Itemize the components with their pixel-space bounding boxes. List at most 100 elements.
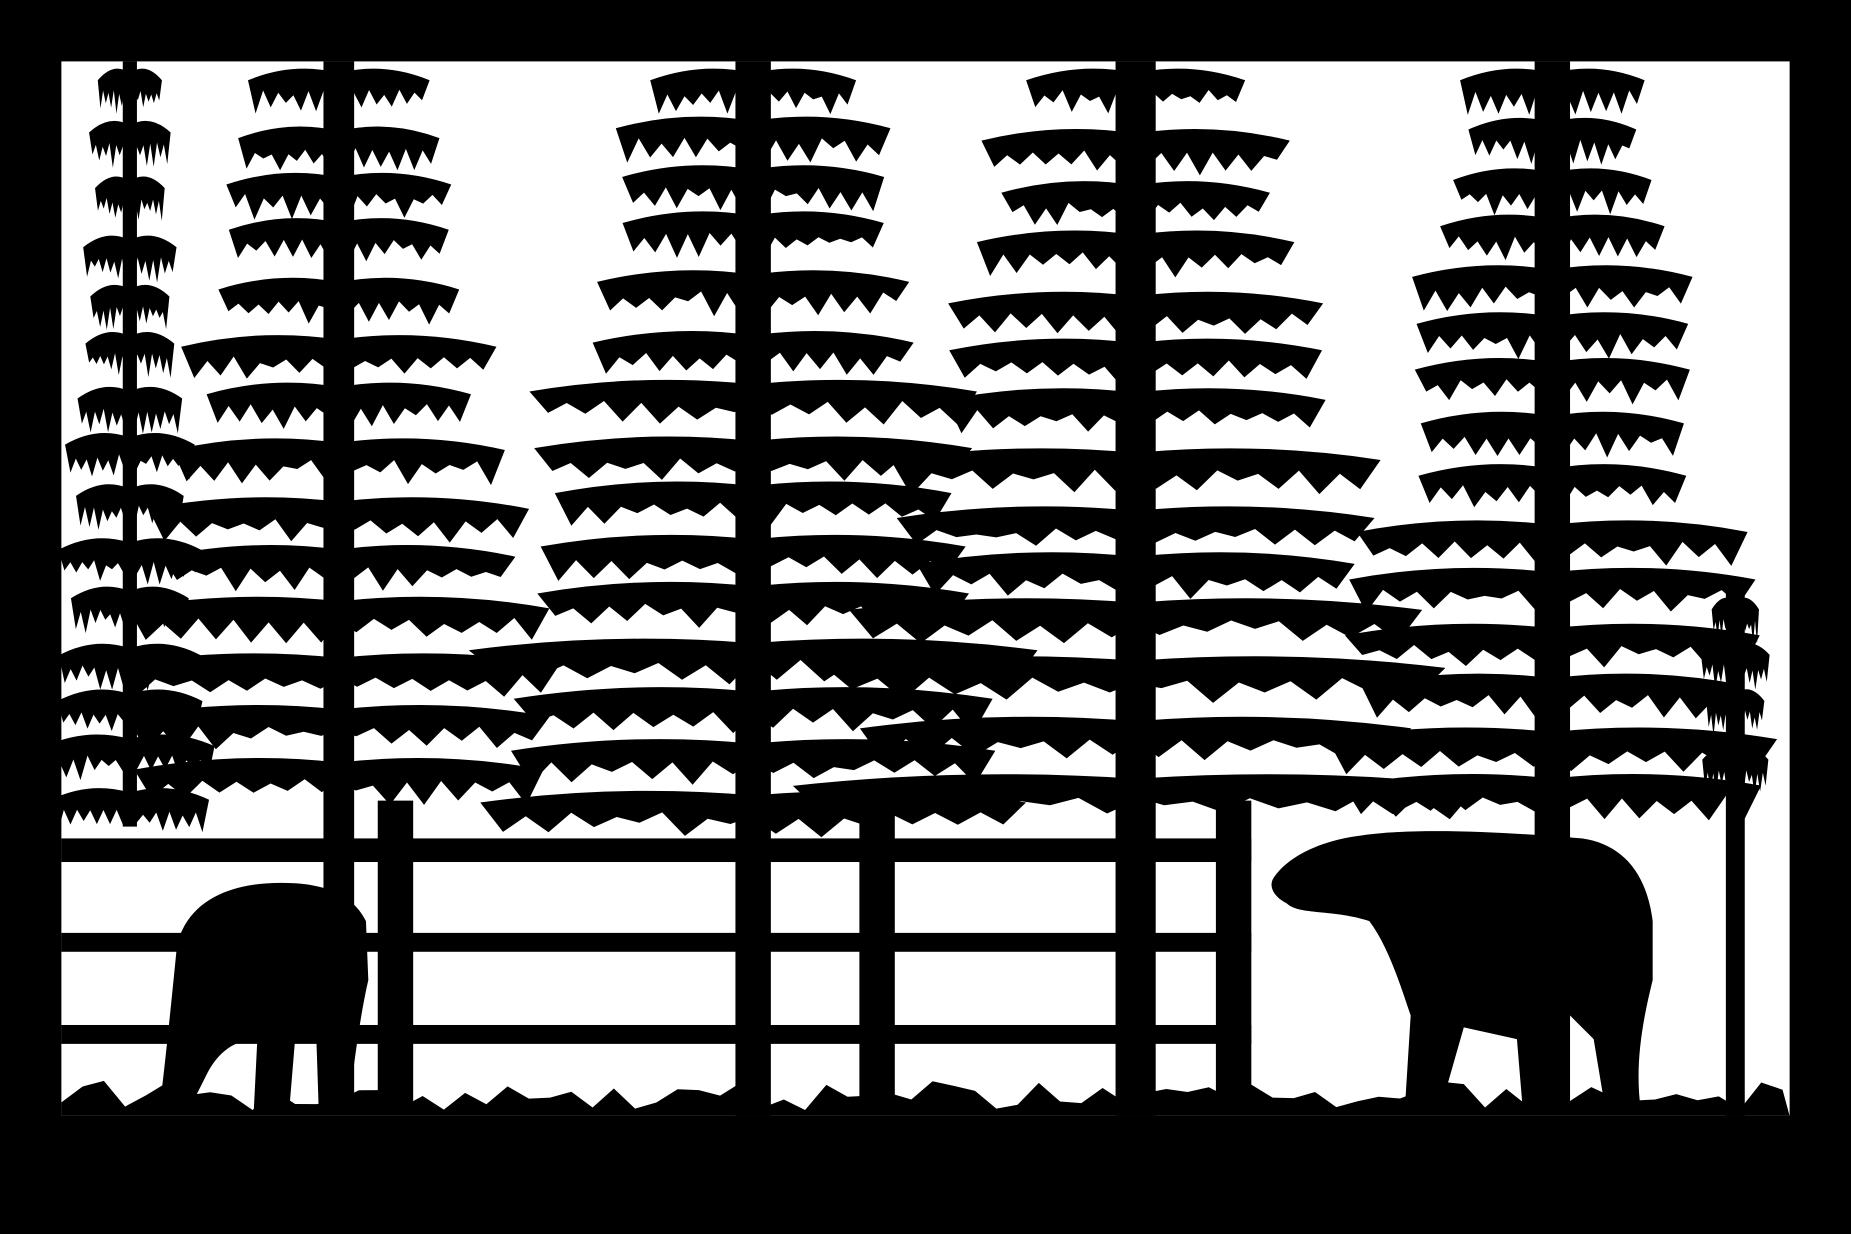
tree-branch xyxy=(181,335,339,379)
tree-branch xyxy=(338,438,505,486)
tree-branch xyxy=(83,235,130,282)
tree-branch xyxy=(1552,464,1687,506)
tree-branch xyxy=(825,656,1136,700)
tree-branch xyxy=(1135,68,1246,104)
tree-3 xyxy=(468,61,1038,1116)
tree-branch xyxy=(129,332,175,378)
tree-branch xyxy=(118,653,339,697)
tree-branch xyxy=(1552,411,1684,458)
tree-branch xyxy=(338,126,440,171)
tree-branch xyxy=(129,788,210,833)
tree-branch xyxy=(1135,291,1324,334)
tree-branch xyxy=(338,335,497,374)
tree-branch xyxy=(1552,68,1645,115)
tree-branch xyxy=(753,534,966,579)
fence-rail xyxy=(61,838,1252,863)
tree-branch xyxy=(58,538,130,581)
tree-branch xyxy=(513,687,754,734)
tree-branch xyxy=(1418,464,1553,508)
tree-branch xyxy=(338,218,449,262)
tree-branch xyxy=(95,176,130,218)
tree-branch xyxy=(247,68,339,114)
tree-branch xyxy=(650,68,754,114)
tree-branch xyxy=(338,545,516,591)
tree-branch xyxy=(529,379,754,424)
tree-branch xyxy=(90,284,130,330)
ground-foliage xyxy=(61,1080,1790,1116)
tree-branch xyxy=(228,218,339,261)
tree-branch xyxy=(1711,597,1736,645)
tree-branch xyxy=(338,172,452,220)
tree-branch xyxy=(849,598,1136,644)
tree-branch xyxy=(338,497,530,543)
tree-branch xyxy=(1552,312,1689,359)
tree-branch xyxy=(1552,358,1690,405)
tree-branch xyxy=(1357,520,1553,563)
tree-branch xyxy=(134,758,339,798)
tree-branch xyxy=(129,120,171,167)
tree-branch xyxy=(226,172,339,220)
tree-branch xyxy=(1420,411,1553,456)
tree-branch xyxy=(70,586,130,634)
tree-branch xyxy=(916,552,1136,596)
tree-branch xyxy=(753,270,910,316)
tree-branch xyxy=(162,545,339,592)
tree-branch xyxy=(218,277,339,324)
tree-branch xyxy=(1701,643,1736,689)
tree-5 xyxy=(1327,61,1778,1111)
bears xyxy=(159,831,1653,1111)
tree-branch xyxy=(945,388,1136,434)
tree-branch xyxy=(45,734,130,782)
tree-branch xyxy=(1135,338,1323,379)
tree-branch xyxy=(1552,773,1762,821)
tree-branch xyxy=(129,386,183,434)
tree-branch xyxy=(1135,388,1326,428)
tree-branch xyxy=(615,116,754,163)
tree-branch xyxy=(1468,117,1553,164)
right-bear xyxy=(1271,831,1653,1111)
tree-branch xyxy=(338,68,430,109)
tree-branch xyxy=(338,596,550,640)
tree-branch xyxy=(554,481,754,526)
tree-branch xyxy=(206,382,339,429)
tree-branch xyxy=(1343,773,1553,817)
fence-post xyxy=(377,800,414,1111)
tree-branch xyxy=(1552,520,1748,566)
tree-2 xyxy=(118,61,560,1111)
tree-branch xyxy=(1440,214,1553,261)
tree-branch xyxy=(622,211,754,258)
tree-branch xyxy=(1460,68,1553,115)
tree-branch xyxy=(1735,597,1759,645)
tree-branch xyxy=(753,581,970,628)
tree-branch xyxy=(859,716,1136,761)
tree-branch xyxy=(976,230,1136,277)
tree-branch xyxy=(1552,265,1693,308)
tree-branch xyxy=(77,386,130,433)
tree-trunk xyxy=(1115,61,1156,1116)
tree-branch xyxy=(1702,747,1736,794)
tree-trunk xyxy=(1725,590,1745,1116)
tree-branch xyxy=(1001,181,1136,226)
tree-branch xyxy=(85,332,130,376)
tree-branch xyxy=(1412,265,1553,312)
tree-branch xyxy=(753,116,891,163)
tree-branch xyxy=(753,68,857,115)
left-bear xyxy=(159,882,369,1111)
tree-branch xyxy=(592,330,754,374)
tree-branch xyxy=(1135,656,1446,703)
tree-branch xyxy=(129,235,177,283)
tree-branch xyxy=(753,211,884,257)
tree-branch xyxy=(948,291,1136,336)
tree-branch xyxy=(129,432,195,480)
tree-6 xyxy=(1701,590,1770,1116)
tree-branch xyxy=(238,126,339,171)
tree-branch xyxy=(753,379,977,426)
tree-branch xyxy=(510,739,754,785)
tree-branch xyxy=(1552,117,1637,165)
tree-branch xyxy=(89,120,130,168)
tree-branch xyxy=(338,705,550,749)
tree-branch xyxy=(1135,181,1270,221)
tree-branch xyxy=(753,330,914,375)
tree-branch xyxy=(981,128,1136,171)
tree-branch xyxy=(1349,567,1553,613)
